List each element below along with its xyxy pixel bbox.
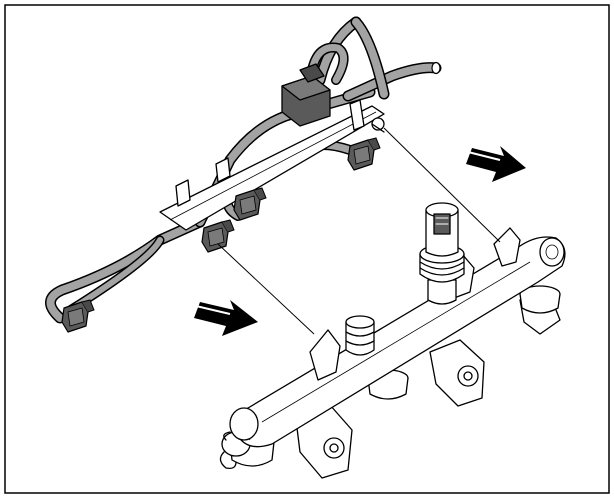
right-arrow-icon <box>194 300 258 336</box>
rail-body <box>237 236 566 448</box>
wiring-harness <box>45 16 442 333</box>
frame-border <box>4 4 610 494</box>
fuel-rail <box>219 202 566 479</box>
alignment-lines <box>217 127 501 335</box>
fuel-pressure-sensor <box>419 202 465 305</box>
rail-mounting-brackets <box>295 289 561 479</box>
rail-cap <box>345 315 375 356</box>
right-arrow-icon <box>466 146 526 182</box>
harness-main-connector <box>281 63 331 127</box>
